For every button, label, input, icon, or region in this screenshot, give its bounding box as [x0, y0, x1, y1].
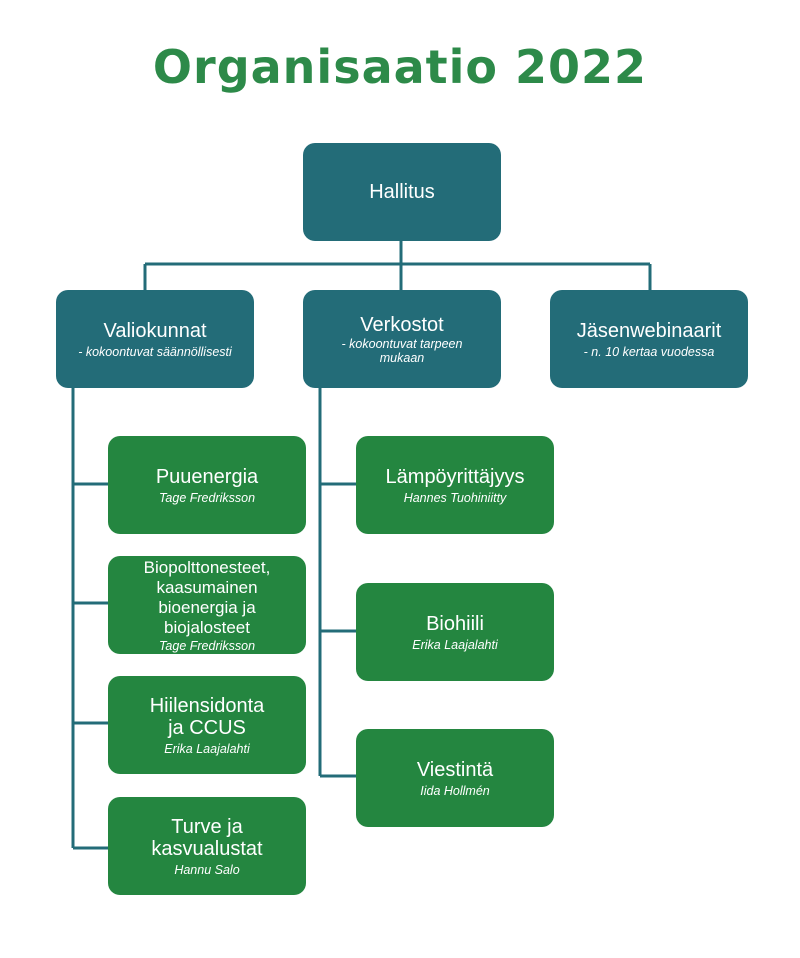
node-lampoyrittajyys-label: Lämpöyrittäjyys	[385, 465, 525, 488]
node-hiilensidonta-person: Erika Laajalahti	[164, 741, 250, 756]
node-viestinta-person: Iida Hollmén	[420, 783, 490, 798]
node-verkostot: Verkostot - kokoontuvat tarpeen mukaan	[303, 290, 501, 388]
node-biohiili-label: Biohiili	[426, 612, 484, 635]
chart-title: Organisaatio 2022	[152, 40, 648, 94]
node-valiokunnat: Valiokunnat - kokoontuvat säännöllisesti	[56, 290, 254, 388]
node-biopolttonesteet-label: Biopolttonesteet, kaasumainen bioenergia…	[143, 557, 271, 637]
node-verkostot-label: Verkostot	[360, 313, 444, 336]
node-jasenwebinaarit: Jäsenwebinaarit - n. 10 kertaa vuodessa	[550, 290, 748, 388]
node-viestinta-label: Viestintä	[416, 758, 494, 781]
node-puuenergia: Puuenergia Tage Fredriksson	[108, 436, 306, 534]
node-valiokunnat-note: - kokoontuvat säännöllisesti	[78, 344, 232, 359]
node-biopolttonesteet: Biopolttonesteet, kaasumainen bioenergia…	[108, 556, 306, 654]
node-puuenergia-label: Puuenergia	[155, 465, 259, 488]
node-turve-person: Hannu Salo	[174, 862, 240, 877]
node-jasenwebinaarit-note: - n. 10 kertaa vuodessa	[583, 344, 715, 359]
node-verkostot-note: - kokoontuvat tarpeen mukaan	[341, 336, 463, 365]
node-hiilensidonta-label: Hiilensidonta ja CCUS	[149, 694, 265, 739]
node-biopolttonesteet-person: Tage Fredriksson	[158, 638, 256, 653]
node-biohiili: Biohiili Erika Laajalahti	[356, 583, 554, 681]
node-jasenwebinaarit-label: Jäsenwebinaarit	[576, 319, 722, 342]
node-lampoyrittajyys: Lämpöyrittäjyys Hannes Tuohiniitty	[356, 436, 554, 534]
node-viestinta: Viestintä Iida Hollmén	[356, 729, 554, 827]
node-lampoyrittajyys-person: Hannes Tuohiniitty	[403, 490, 507, 505]
node-biohiili-person: Erika Laajalahti	[412, 637, 498, 652]
node-hallitus: Hallitus	[303, 143, 501, 241]
node-hiilensidonta: Hiilensidonta ja CCUS Erika Laajalahti	[108, 676, 306, 774]
node-hallitus-label: Hallitus	[369, 181, 435, 203]
node-puuenergia-person: Tage Fredriksson	[158, 490, 256, 505]
node-turve: Turve ja kasvualustat Hannu Salo	[108, 797, 306, 895]
node-valiokunnat-label: Valiokunnat	[103, 319, 207, 342]
node-turve-label: Turve ja kasvualustat	[151, 815, 263, 860]
